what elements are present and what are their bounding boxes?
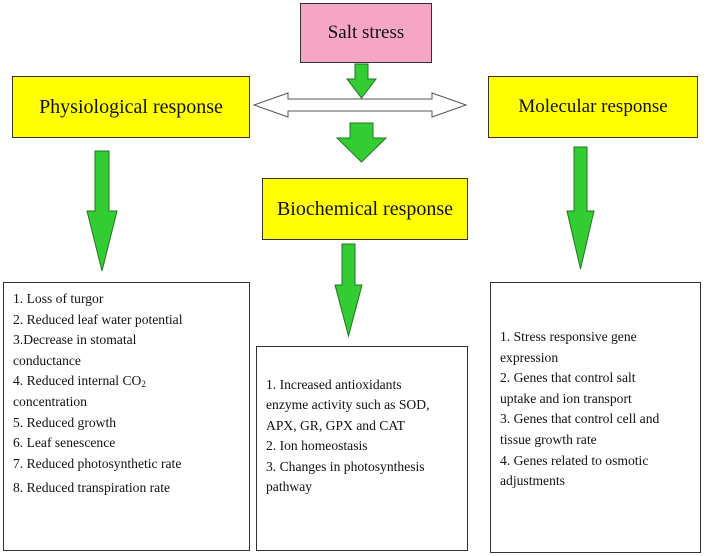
list-item: pathway [266, 479, 313, 495]
molecular-list-box: 1. Stress responsive gene expression 2. … [490, 282, 701, 553]
physiological-response-label: Physiological response [39, 95, 223, 118]
list-item: enzyme activity such as SOD, [266, 397, 430, 413]
physiological-response-box: Physiological response [12, 76, 250, 138]
list-item: 4. Reduced internal CO2 [13, 371, 241, 392]
list-item: adjustments [500, 473, 565, 489]
list-item: 8. Reduced transpiration rate [13, 480, 171, 496]
molecular-response-label: Molecular response [518, 96, 668, 118]
biochemical-response-box: Biochemical response [262, 178, 468, 240]
list-item: concentration [13, 393, 87, 409]
list-item: 2. Ion homeostasis [266, 438, 368, 454]
biochemical-list-box: 1. Increased antioxidants enzyme activit… [256, 346, 468, 551]
molecular-down-arrow [566, 146, 595, 270]
salt-down-arrow [345, 63, 378, 99]
list-item: 1. Stress responsive gene [500, 329, 637, 344]
list-item-text: 4. Reduced internal CO [13, 373, 142, 389]
double-headed-arrow [252, 92, 468, 118]
list-item: 5. Reduced growth [13, 414, 117, 430]
list-item: tissue growth rate [500, 431, 597, 447]
list-item: 2. Reduced leaf water potential [13, 311, 183, 327]
list-item: 6. Leaf senescence [13, 435, 116, 451]
salt-stress-label: Salt stress [327, 22, 405, 44]
list-item-subscript: 2 [141, 379, 146, 390]
salt-stress-box: Salt stress [300, 3, 432, 63]
biochemical-list: 1. Increased antioxidants enzyme activit… [266, 375, 461, 497]
list-item: 3. Genes that control cell and [500, 411, 660, 427]
list-item: conductance [13, 352, 81, 368]
list-item: uptake and ion transport [500, 390, 632, 406]
biochemical-down-arrow [335, 122, 388, 163]
biochemical-response-label: Biochemical response [276, 197, 454, 220]
physiological-list-box: 1. Loss of turgor 2. Reduced leaf water … [3, 282, 250, 551]
physiological-list: 1. Loss of turgor 2. Reduced leaf water … [13, 289, 241, 499]
list-item: expression [500, 349, 559, 365]
molecular-response-box: Molecular response [488, 76, 698, 138]
list-item: APX, GR, GPX and CAT [266, 417, 405, 433]
physiological-down-arrow [86, 150, 118, 272]
list-item: 1. Increased antioxidants [266, 377, 402, 392]
biochemical-list-arrow [334, 243, 363, 338]
list-item: 4. Genes related to osmotic [500, 452, 649, 468]
molecular-list: 1. Stress responsive gene expression 2. … [500, 327, 694, 492]
list-item: 7. Reduced photosynthetic rate [13, 455, 182, 471]
list-item: 2. Genes that control salt [500, 370, 636, 386]
list-item: 1. Loss of turgor [13, 291, 104, 306]
list-item: 3. Changes in photosynthesis [266, 458, 425, 474]
list-item: 3.Decrease in stomatal [13, 332, 137, 348]
